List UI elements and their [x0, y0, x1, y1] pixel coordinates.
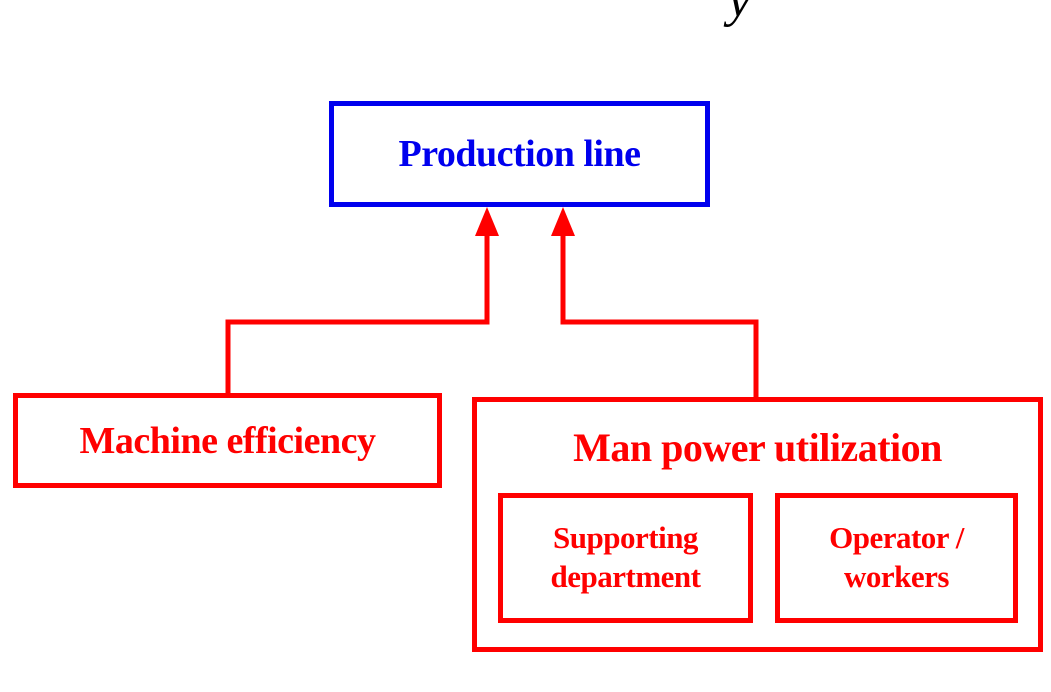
supporting-department-label: Supporting department [550, 520, 701, 594]
operator-workers-label: Operator / workers [829, 520, 964, 594]
production-line-box: Production line [329, 101, 710, 207]
cropped-title-glyph: y [728, 0, 751, 29]
operator-workers-box: Operator / workers [775, 493, 1018, 623]
machine-efficiency-label: Machine efficiency [79, 419, 376, 462]
connector-manpower-to-production [560, 236, 759, 398]
production-line-label: Production line [398, 133, 642, 175]
machine-efficiency-box: Machine efficiency [13, 393, 442, 488]
arrowhead-machine [475, 207, 499, 236]
arrowhead-manpower [551, 207, 575, 236]
connector-machine-to-production [225, 236, 490, 394]
man-power-utilization-label: Man power utilization [573, 425, 942, 470]
supporting-department-box: Supporting department [498, 493, 753, 623]
